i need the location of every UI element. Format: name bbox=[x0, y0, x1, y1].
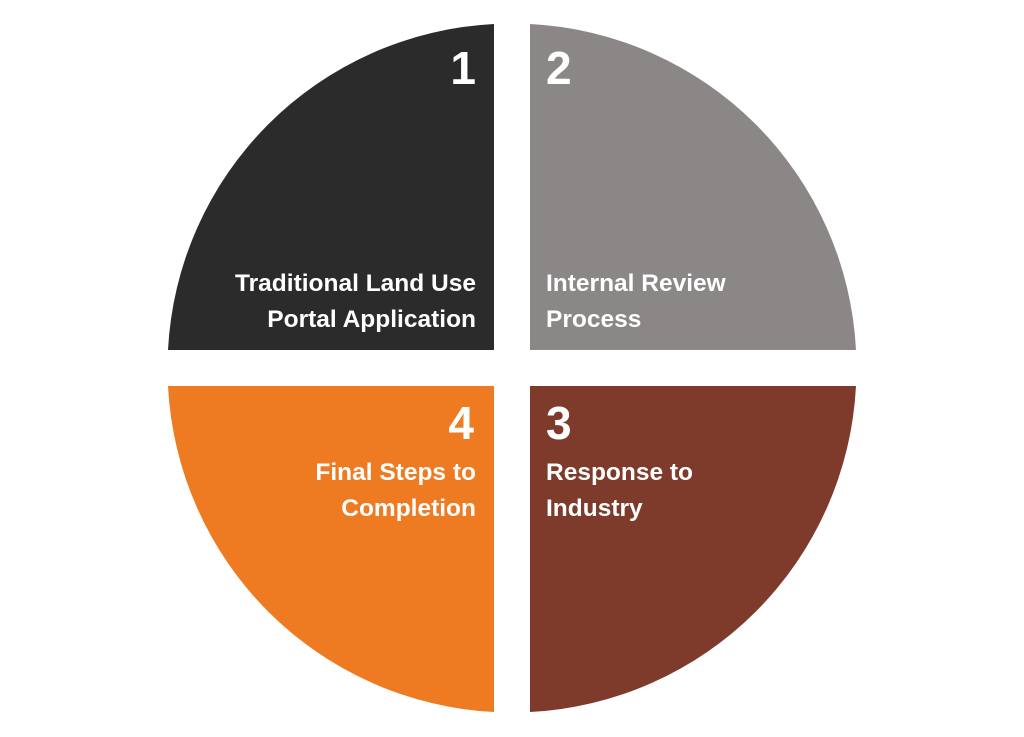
step-2-label-line-2: Process bbox=[546, 306, 641, 333]
step-1-wedge bbox=[168, 24, 494, 350]
step-2-label-line-1: Internal Review bbox=[546, 270, 727, 297]
step-1-quadrant: 1 Traditional Land Use Portal Applicatio… bbox=[168, 24, 494, 350]
step-4-wedge bbox=[168, 386, 494, 712]
step-4-number: 4 bbox=[448, 397, 474, 449]
step-3-quadrant: 3 Response to Industry bbox=[530, 386, 856, 712]
step-2-quadrant: 2 Internal Review Process bbox=[530, 24, 856, 350]
step-3-label-line-2: Industry bbox=[546, 495, 643, 522]
step-1-number: 1 bbox=[450, 42, 476, 94]
step-4-label-line-2: Completion bbox=[341, 495, 476, 522]
step-4-label-line-1: Final Steps to bbox=[315, 459, 476, 486]
step-1-label-line-1: Traditional Land Use bbox=[235, 270, 476, 297]
step-1-label-line-2: Portal Application bbox=[267, 306, 476, 333]
step-4-quadrant: 4 Final Steps to Completion bbox=[168, 386, 494, 712]
step-3-wedge bbox=[530, 386, 856, 712]
step-3-label-line-1: Response to bbox=[546, 459, 693, 486]
step-3-number: 3 bbox=[546, 397, 572, 449]
step-2-number: 2 bbox=[546, 42, 572, 94]
step-2-wedge bbox=[530, 24, 856, 350]
